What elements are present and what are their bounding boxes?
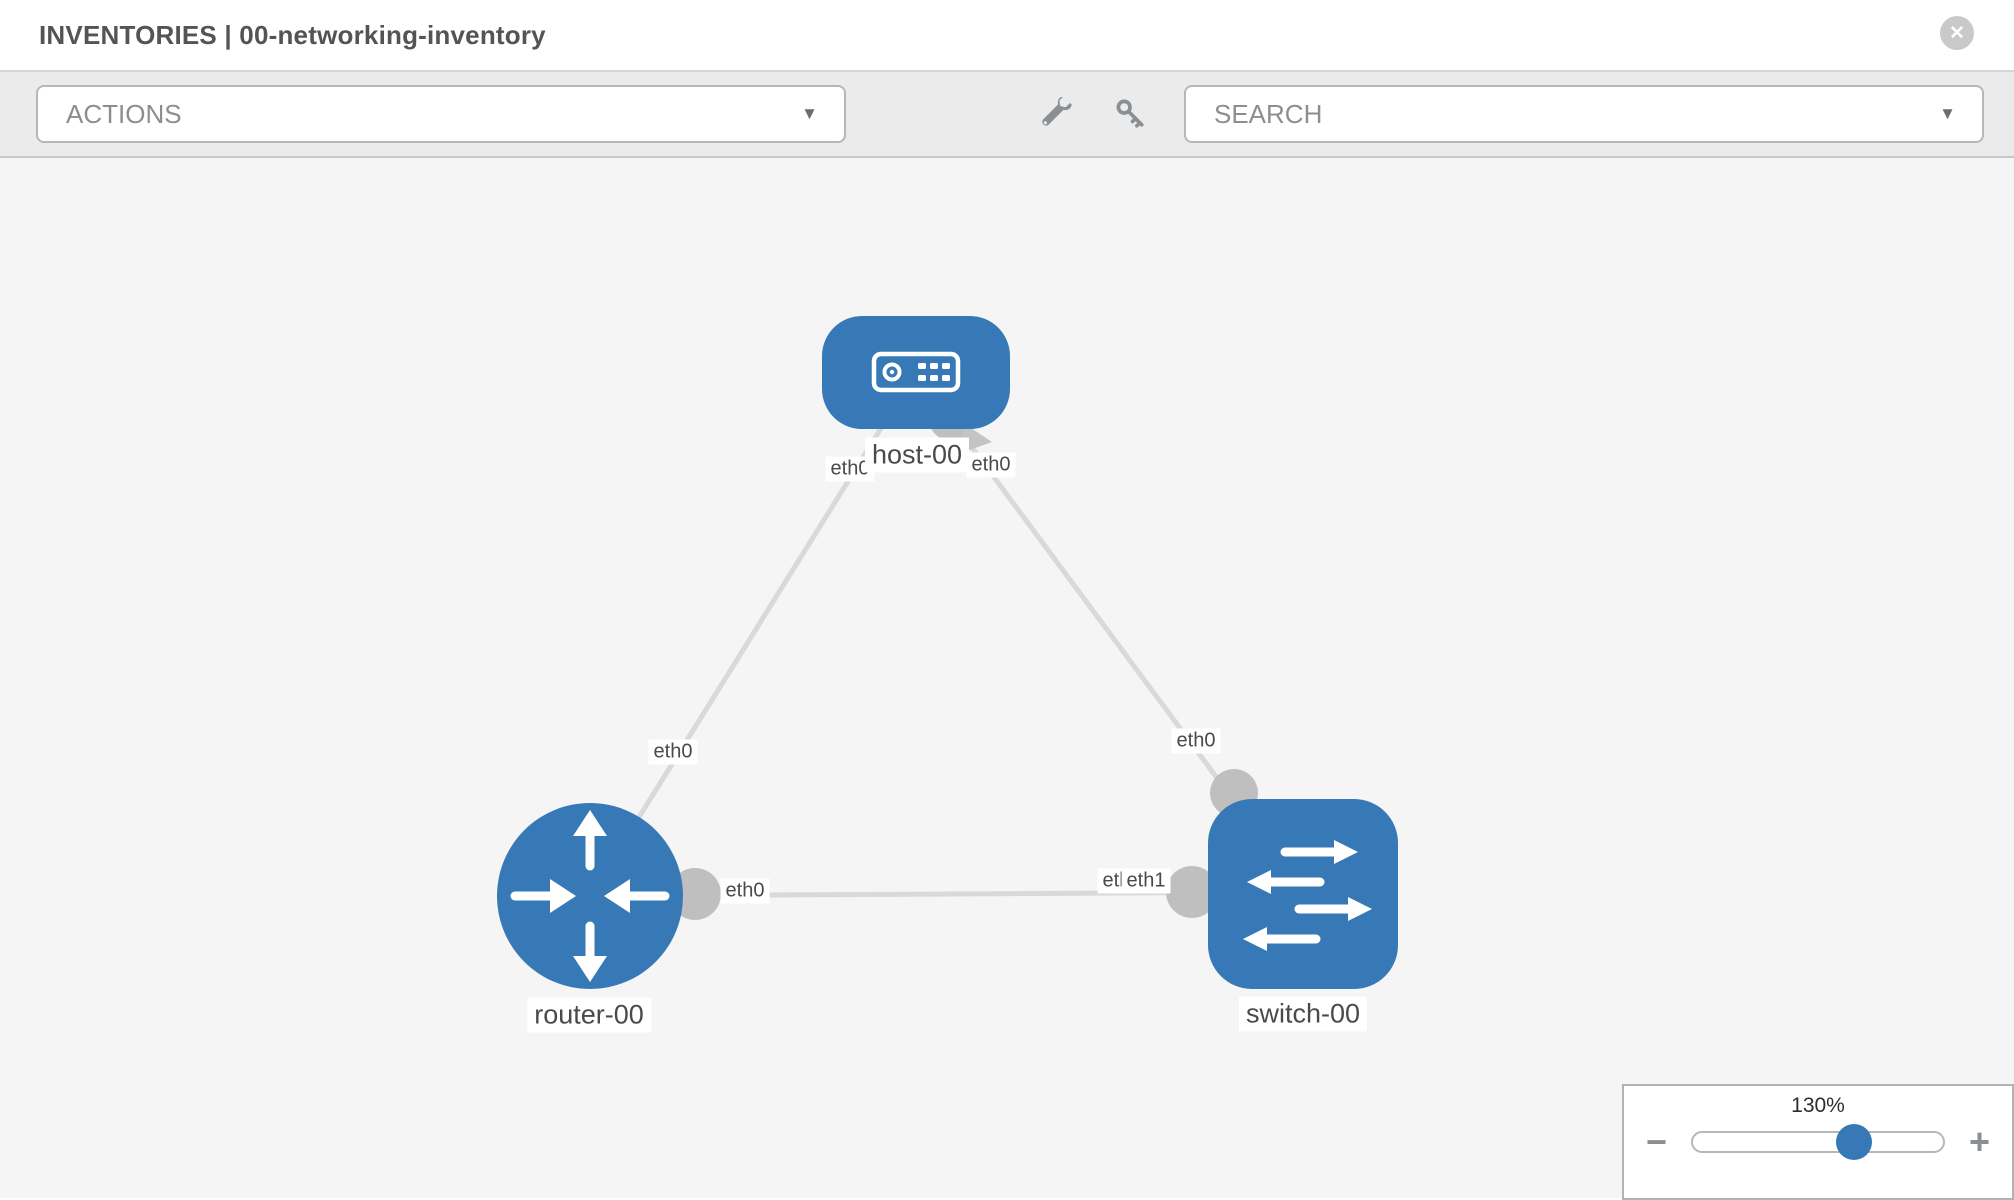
node-label-router[interactable]: router-00 xyxy=(527,997,651,1033)
interface-label: eth0 xyxy=(648,739,698,765)
toolbar-icon-group xyxy=(846,95,1150,133)
plus-icon: + xyxy=(1968,1121,1990,1162)
node-router[interactable] xyxy=(497,803,683,989)
zoom-out-button[interactable]: − xyxy=(1646,1124,1667,1160)
wrench-icon xyxy=(1042,97,1072,126)
interface-label: eth1 xyxy=(1121,868,1171,894)
minus-icon: − xyxy=(1646,1121,1668,1162)
interface-label: eth0 xyxy=(966,452,1016,478)
router-icon xyxy=(510,810,670,982)
zoom-control-panel: 130% − + xyxy=(1622,1084,2014,1200)
node-label-switch[interactable]: switch-00 xyxy=(1238,996,1368,1032)
actions-dropdown[interactable]: ACTIONS ▼ xyxy=(36,85,846,143)
zoom-level-text: 130% xyxy=(1791,1094,1845,1117)
zoom-slider-track[interactable] xyxy=(1691,1124,1945,1160)
page-title: INVENTORIES | 00-networking-inventory xyxy=(39,19,546,50)
host-device-icon xyxy=(871,351,961,393)
topology-canvas[interactable]: eth0 eth0 eth0 eth0 eth0 eth0 eth1 host-… xyxy=(0,158,2014,1200)
close-button[interactable]: ✕ xyxy=(1940,16,1974,50)
node-switch[interactable] xyxy=(1208,799,1398,989)
chevron-down-icon: ▼ xyxy=(801,104,818,123)
key-icon xyxy=(1116,99,1144,128)
actions-dropdown-label: ACTIONS xyxy=(66,98,182,129)
search-dropdown[interactable]: SEARCH ▼ xyxy=(1184,85,1984,143)
close-icon: ✕ xyxy=(1949,22,1965,44)
chevron-down-icon: ▼ xyxy=(1939,104,1956,123)
zoom-in-button[interactable]: + xyxy=(1969,1124,1990,1160)
topology-graph xyxy=(497,316,1398,989)
credentials-button[interactable] xyxy=(1112,95,1150,133)
interface-label: eth0 xyxy=(1171,728,1221,754)
node-host[interactable] xyxy=(822,316,1010,429)
breadcrumb-header: INVENTORIES | 00-networking-inventory ✕ xyxy=(0,0,2014,72)
search-dropdown-label: SEARCH xyxy=(1214,98,1323,129)
interface-dot-switch-left xyxy=(1166,866,1218,918)
toolbar: ACTIONS ▼ SEARCH ▼ xyxy=(0,72,2014,158)
configure-button[interactable] xyxy=(1038,95,1076,133)
zoom-slider-thumb[interactable] xyxy=(1836,1124,1873,1160)
cursor-arrow-icon xyxy=(962,422,992,452)
switch-icon xyxy=(1243,840,1372,951)
interface-label: eth0 xyxy=(720,878,770,904)
node-label-host[interactable]: host-00 xyxy=(864,437,970,473)
